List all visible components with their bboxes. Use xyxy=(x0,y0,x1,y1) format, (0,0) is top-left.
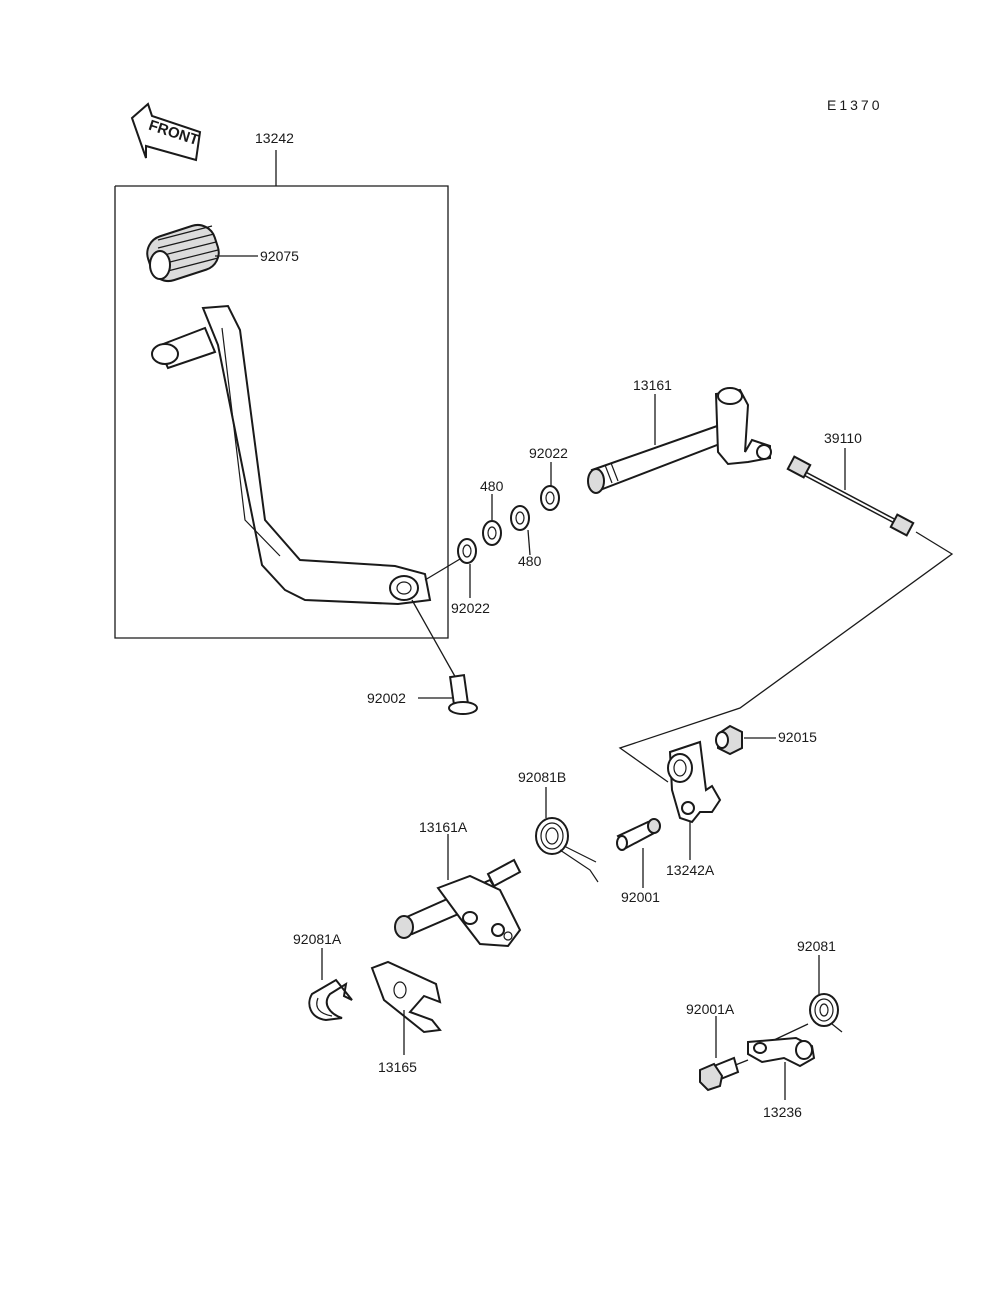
lever-13161a xyxy=(394,858,522,948)
bolt-92001a xyxy=(699,1056,740,1092)
label-13242: 13242 xyxy=(255,130,294,146)
label-92081b: 92081B xyxy=(518,769,566,785)
shift-shaft xyxy=(587,387,772,494)
connection-line xyxy=(618,531,954,783)
label-480-upper: 480 xyxy=(480,478,504,494)
tie-rod xyxy=(786,455,915,537)
circlip-upper xyxy=(482,520,502,546)
label-92081a: 92081A xyxy=(293,931,342,947)
label-92022-lower: 92022 xyxy=(451,600,490,616)
washer-upper xyxy=(540,485,560,511)
lever-13242a xyxy=(667,740,722,824)
shift-pedal xyxy=(151,304,432,606)
diagram-code: E1370 xyxy=(827,97,882,113)
label-13236: 13236 xyxy=(763,1104,802,1120)
label-13161a: 13161A xyxy=(419,819,468,835)
label-13165: 13165 xyxy=(378,1059,417,1075)
stopper-lever xyxy=(747,1036,816,1068)
nut xyxy=(715,724,743,756)
label-92022-upper: 92022 xyxy=(529,445,568,461)
pedal-bolt xyxy=(448,674,478,715)
pedal-rubber xyxy=(146,223,220,283)
pedal-assembly-box xyxy=(114,150,449,639)
circlip-lower xyxy=(510,505,530,531)
label-92002: 92002 xyxy=(367,690,406,706)
stud xyxy=(616,818,661,851)
label-92015: 92015 xyxy=(778,729,817,745)
label-92001: 92001 xyxy=(621,889,660,905)
label-39110: 39110 xyxy=(824,430,862,446)
label-480-lower: 480 xyxy=(518,553,542,569)
label-13161: 13161 xyxy=(633,377,672,393)
spring-92081b xyxy=(535,817,599,883)
label-92081: 92081 xyxy=(797,938,836,954)
spring-92081a xyxy=(308,978,353,1022)
label-13242a: 13242A xyxy=(666,862,715,878)
plate-13165 xyxy=(370,960,442,1034)
label-92001a: 92001A xyxy=(686,1001,735,1017)
washer-lower xyxy=(457,538,477,564)
front-arrow-icon: FRONT xyxy=(130,102,202,162)
spring-92081 xyxy=(809,993,843,1033)
label-92075: 92075 xyxy=(260,248,299,264)
